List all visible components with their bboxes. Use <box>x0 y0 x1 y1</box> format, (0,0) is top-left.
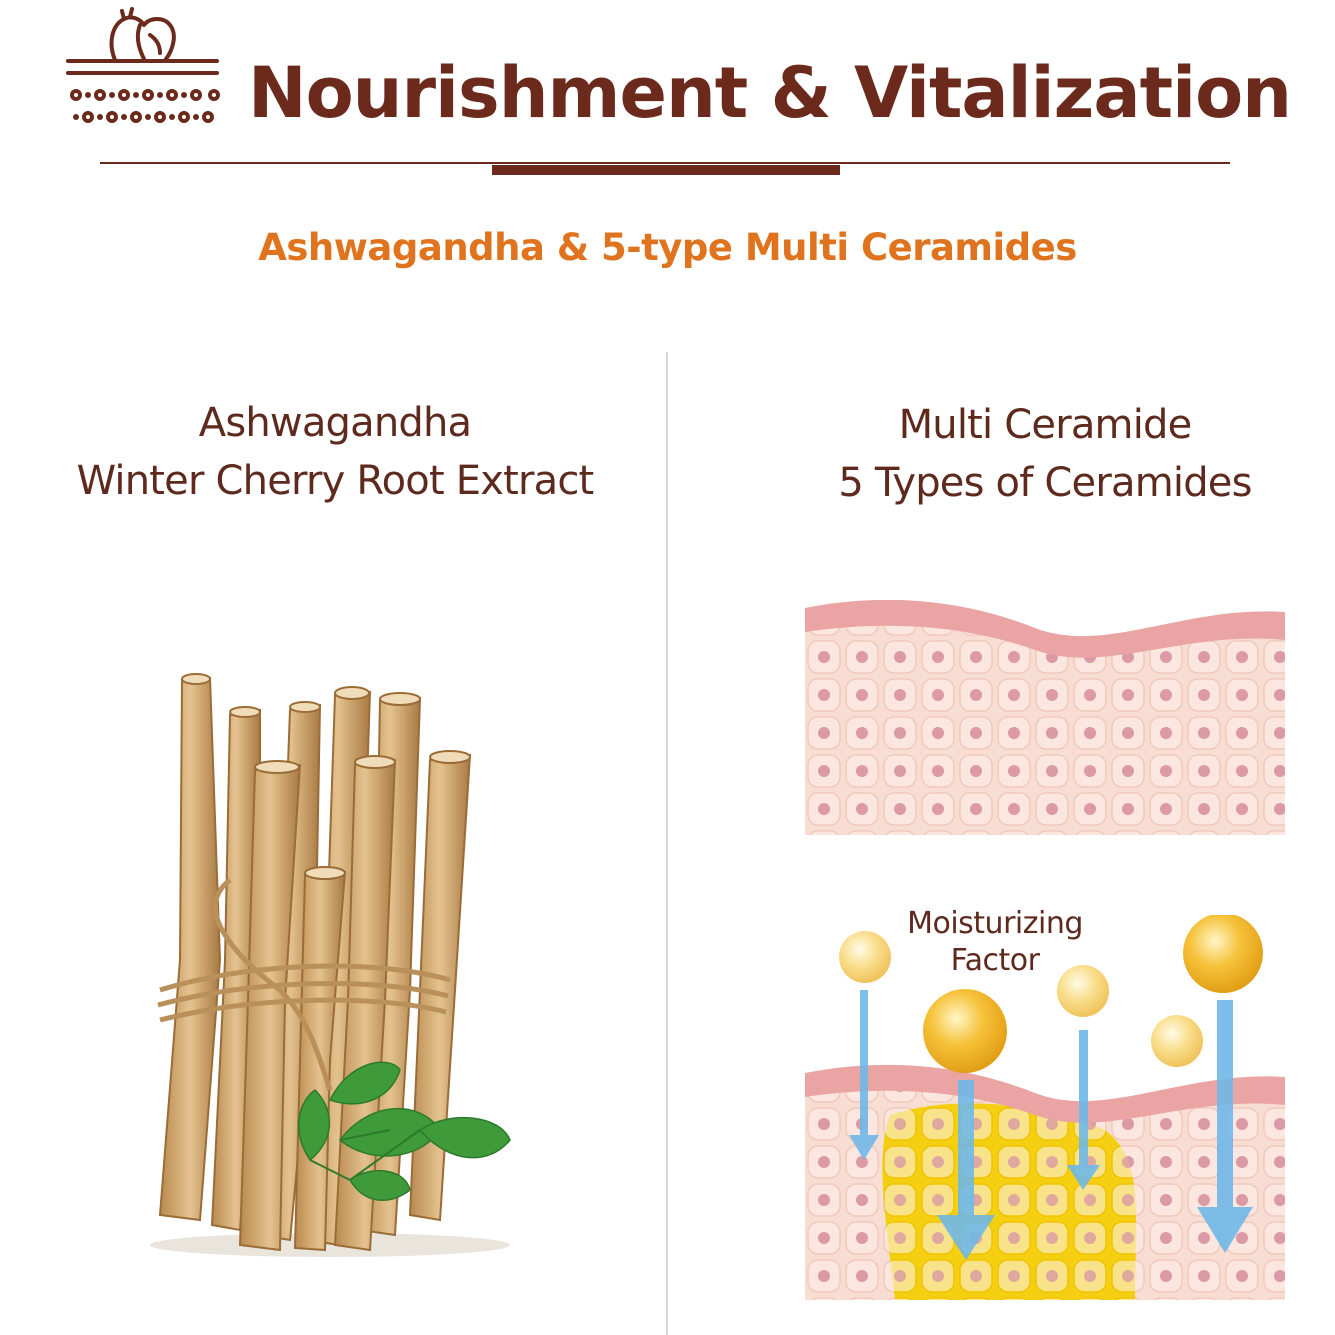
moisturizing-label-line2: Factor <box>950 943 1040 978</box>
moisturizing-label-line1: Moisturizing <box>907 906 1083 941</box>
skin-layers-logo-icon <box>66 7 220 123</box>
ashwagandha-heading-line1: Ashwagandha <box>198 400 472 446</box>
ashwagandha-heading-line2: Winter Cherry Root Extract <box>76 458 595 504</box>
ceramide-absorption-diagram <box>805 915 1285 1300</box>
column-divider <box>666 352 668 1335</box>
moisturizing-factor-label: Moisturizing Factor <box>880 905 1110 979</box>
skin-layer-diagram <box>805 600 1285 835</box>
header-divider-accent <box>492 165 840 175</box>
header-divider <box>100 162 1230 164</box>
subtitle: Ashwagandha & 5-type Multi Ceramides <box>258 226 1077 269</box>
page-title: Nourishment & Vitalization <box>248 52 1292 134</box>
ceramide-heading-line1: Multi Ceramide <box>898 402 1193 448</box>
ashwagandha-heading: Ashwagandha Winter Cherry Root Extract <box>30 394 640 510</box>
ceramide-heading: Multi Ceramide 5 Types of Ceramides <box>775 396 1315 512</box>
ceramide-heading-line2: 5 Types of Ceramides <box>838 460 1252 506</box>
ashwagandha-root-bundle-image <box>150 673 511 1257</box>
